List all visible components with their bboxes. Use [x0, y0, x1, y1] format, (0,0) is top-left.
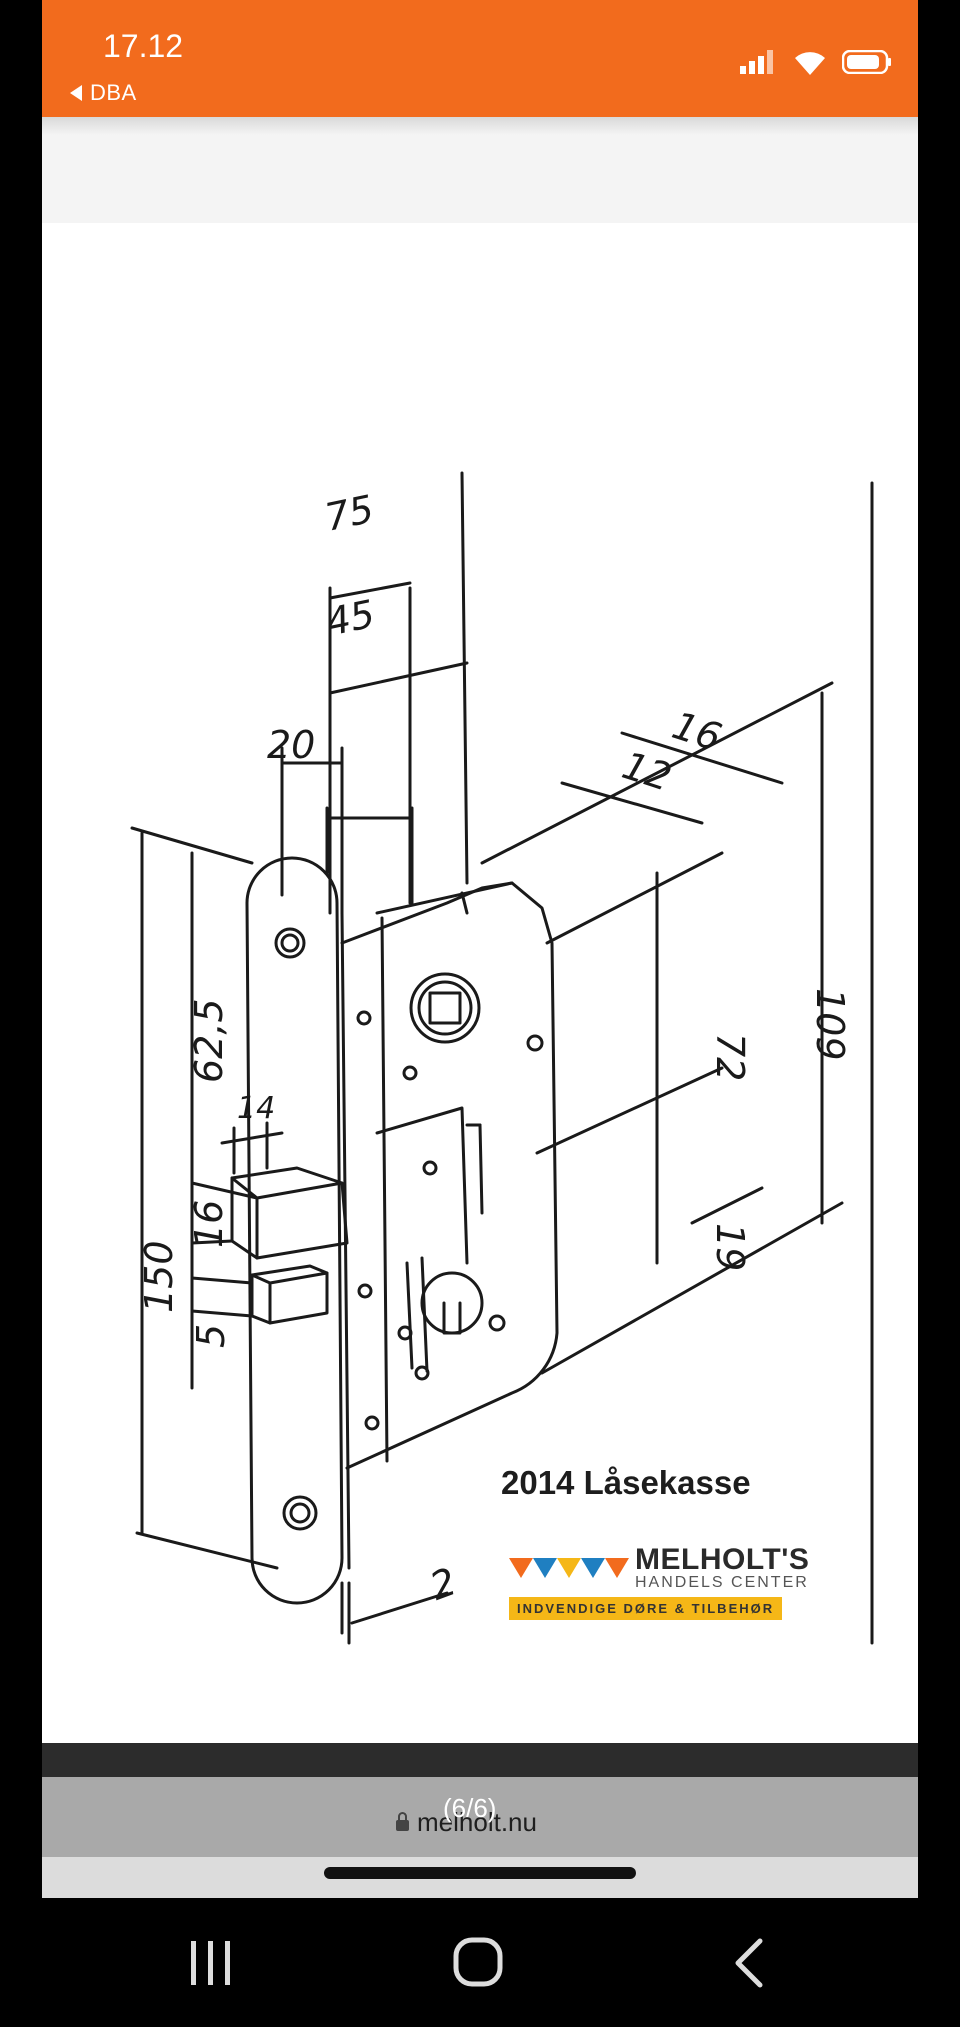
viewer-bottom-strip	[42, 1743, 918, 1777]
brand-triangles-icon	[509, 1558, 629, 1578]
system-icons	[740, 48, 892, 76]
brand-tagline: INDVENDIGE DØRE & TILBEHØR	[509, 1597, 783, 1620]
brand-logo: MELHOLT'S HANDELS CENTER INDVENDIGE DØRE…	[509, 1543, 819, 1625]
dim-label: 5	[189, 1324, 233, 1348]
dim-label: 20	[267, 723, 315, 767]
top-gray-band	[42, 135, 918, 223]
dim-label: 75	[321, 487, 377, 540]
home-icon[interactable]	[452, 1936, 506, 1990]
navigation-bar	[0, 1898, 960, 2027]
home-indicator-area	[42, 1857, 918, 1898]
battery-icon	[842, 50, 891, 74]
browser-url-bar[interactable]: melholt.nu (6/6)	[42, 1777, 918, 1857]
phone-screen: 17.12 DBA	[42, 0, 918, 1898]
dim-label: 109	[808, 988, 852, 1061]
home-indicator[interactable]	[324, 1867, 636, 1879]
status-bar: 17.12 DBA	[42, 0, 918, 117]
dim-label: 45	[322, 592, 378, 645]
back-app-label: DBA	[90, 80, 137, 105]
dim-label: 150	[137, 1240, 181, 1313]
signal-icon	[740, 50, 773, 74]
lock-case-drawing: 75 45 20 16 12 62,5 14 16 150 5 72 109 1…	[130, 471, 874, 1645]
drawing-caption: 2014 Låsekasse	[501, 1464, 751, 1501]
dim-label: 16	[187, 1200, 231, 1248]
dim-label: 12	[617, 743, 677, 800]
recents-icon[interactable]	[188, 1936, 234, 1990]
dim-label: 2	[424, 1559, 462, 1609]
dim-label: 14	[237, 1091, 275, 1126]
image-counter: (6/6)	[443, 1793, 497, 1823]
status-time: 17.12	[103, 28, 184, 64]
dim-label: 19	[708, 1223, 752, 1271]
wifi-icon	[795, 52, 825, 75]
lock-icon	[396, 1812, 409, 1831]
dim-label: 72	[708, 1033, 752, 1081]
back-to-app-link[interactable]: DBA	[70, 80, 137, 106]
brand-subtitle: HANDELS CENTER	[635, 1574, 809, 1591]
back-icon[interactable]	[730, 1936, 770, 1990]
toolbar-shadow	[42, 117, 918, 135]
back-triangle-icon	[70, 85, 82, 101]
url-text: melholt.nu	[417, 1807, 537, 1837]
image-viewer[interactable]: 75 45 20 16 12 62,5 14 16 150 5 72 109 1…	[42, 223, 918, 1743]
dim-label: 62,5	[187, 998, 231, 1083]
brand-name: MELHOLT'S	[635, 1543, 810, 1576]
